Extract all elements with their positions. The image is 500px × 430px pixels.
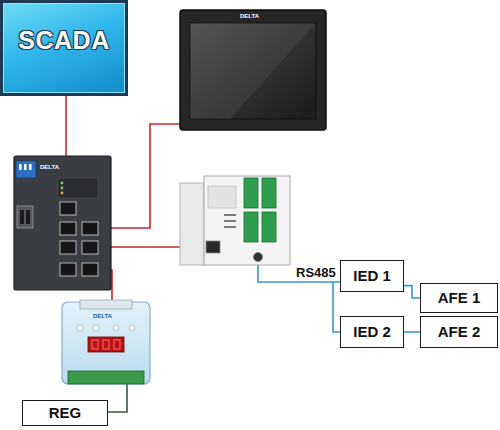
rj45-port [82,241,98,254]
status-led [61,182,64,185]
afe-box: AFE 1 [420,283,498,313]
rs485-link [404,286,420,298]
status-panel [58,178,98,198]
scada-screen: SCADA [0,0,128,96]
terminal-block [68,371,144,384]
ied-box: IED 2 [340,316,404,348]
rj45-port [60,202,76,215]
rj45-port [60,222,76,235]
rj45-port [60,241,76,254]
led-digit [103,340,109,349]
dip-switch [16,161,36,178]
fiber-slot [26,210,30,224]
node-text: SCADA [18,27,109,55]
rj45-port [60,263,76,276]
screen-glare [190,23,316,119]
fiber-port [17,206,33,228]
indicator-strip [224,220,236,222]
ied-box: IED 1 [340,260,404,292]
rs485-link [404,331,420,333]
status-led [61,187,64,190]
status-led [61,192,64,195]
terminal-block [244,178,258,208]
plc-module [180,183,204,265]
indicator-strip [224,214,236,216]
ethernet-wire [100,124,180,228]
regulator-box: REG [22,400,108,426]
converter-button [113,325,119,331]
rj45-port [82,222,98,235]
plc-body [204,176,290,265]
brand-logo: DELTA [240,13,259,19]
dip-lever [24,164,27,170]
fiber-slot [20,210,24,224]
rj45-port [82,263,98,276]
terminal-block [244,212,258,242]
converter-button [93,325,99,331]
node-text: REG [49,405,82,422]
hmi-frame [180,10,326,130]
signal-wire [108,384,127,412]
led-display [88,337,124,352]
dip-lever [19,164,22,170]
terminal-block [262,212,276,242]
bus-label: RS485 [296,266,336,279]
brand-logo: DELTA [93,313,112,319]
converter-button [77,325,83,331]
hmi-screen [190,23,316,119]
node-text: IED 2 [353,324,391,341]
switch-body [14,156,111,290]
brand-logo: DELTA [40,164,59,170]
node-text: IED 1 [353,268,391,285]
led-digit [92,340,98,349]
rs485-wire [333,282,340,332]
indicator-strip [224,226,236,228]
plc-panel [208,186,236,208]
converter-button [129,325,135,331]
plc-ethernet-port [206,241,220,253]
terminal-block [262,178,276,208]
node-text: AFE 2 [438,324,481,341]
node-text: AFE 1 [438,290,481,307]
led-digit [114,340,120,349]
dip-lever [29,164,32,170]
rs485-port [254,253,263,262]
converter-terminal [80,300,132,309]
afe-box: AFE 2 [420,316,498,348]
converter-body [62,302,150,384]
